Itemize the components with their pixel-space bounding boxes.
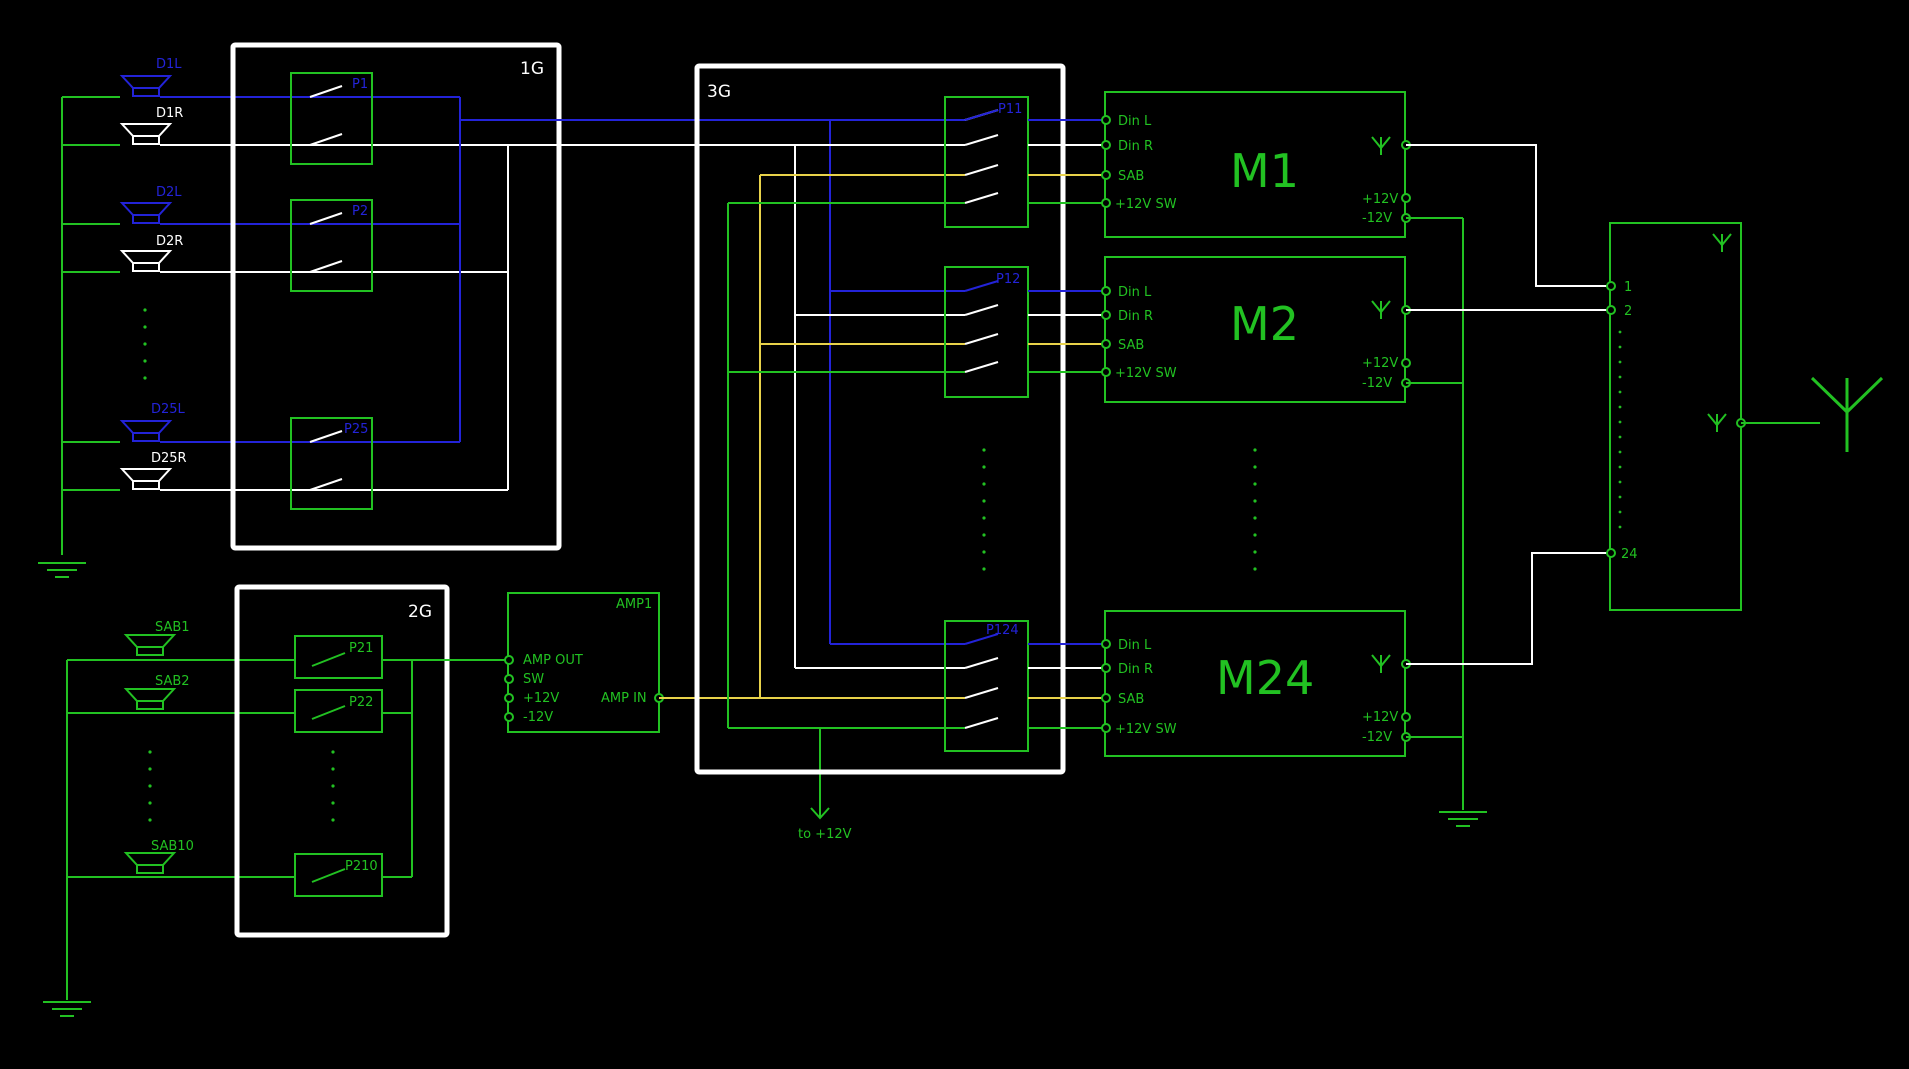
speaker-d25l-icon (121, 420, 171, 442)
combiner-input-label: 1 (1624, 280, 1632, 295)
pin-label: +12V (1362, 710, 1398, 725)
speaker-sab10-icon (125, 852, 175, 874)
speaker-label: D25L (151, 402, 186, 417)
supply-label: to +12V (798, 827, 852, 842)
pin-label: -12V (1362, 730, 1392, 745)
speaker-signal-wires (160, 96, 509, 491)
rf-output-wires (1406, 144, 1610, 665)
relay-p124: P124 (944, 620, 1029, 752)
relay-label: P11 (998, 102, 1022, 117)
pin-label: Din R (1118, 309, 1153, 324)
amp-pin-label: AMP OUT (523, 653, 583, 668)
group-label: 1G (520, 59, 544, 79)
combiner-input-label: 24 (1621, 547, 1638, 562)
amp-pin-label: +12V (523, 691, 559, 706)
module-title: M1 (1230, 144, 1299, 198)
pin-label: +12V SW (1115, 366, 1177, 381)
group-2g: 2G P21 P22 P210 (234, 584, 508, 938)
pin-label: +12V (1362, 356, 1398, 371)
speaker-label: D2L (156, 185, 182, 200)
module-ground-wires (1406, 217, 1488, 827)
speaker-d25r-icon (121, 468, 171, 490)
pin-label: Din L (1118, 638, 1152, 653)
module-m2: Din L Din R SAB +12V SW M2 +12V -12V (1101, 256, 1411, 403)
relay-label: P210 (345, 859, 378, 874)
antenna-icon (1371, 300, 1391, 320)
pin-label: Din R (1118, 662, 1153, 677)
pin-label: SAB (1118, 338, 1144, 353)
pin-label: +12V SW (1115, 722, 1177, 737)
relay-p21: P21 (294, 635, 383, 679)
amp-pin-label: AMP IN (601, 691, 647, 706)
din-bus-wires (460, 119, 830, 146)
ground-icon (1438, 811, 1488, 827)
antenna-icon (1371, 136, 1391, 156)
amp-pin-label: SW (523, 672, 544, 687)
relay-label: P124 (986, 623, 1019, 638)
group-3g: 3G P11 P12 (694, 63, 1066, 775)
speaker-sab2-icon (125, 688, 175, 710)
relay-label: P2 (352, 204, 368, 219)
relay-label: P21 (349, 641, 373, 656)
pin-label: Din R (1118, 139, 1153, 154)
relay-p11: P11 (944, 96, 1029, 228)
speaker-label: SAB2 (155, 674, 190, 689)
group-label: 2G (408, 602, 432, 622)
pin-label: +12V SW (1115, 197, 1177, 212)
speaker-bank-d: D1L D1R D2L D2R D25L D25R (37, 57, 187, 578)
relay-p25: P25 (290, 417, 373, 510)
pin-label: +12V (1362, 192, 1398, 207)
relay-p2: P2 (290, 199, 373, 292)
speaker-label: SAB10 (151, 839, 194, 854)
amplifier-amp1: AMP1 AMP OUT SW +12V -12V AMP IN (504, 592, 664, 733)
antenna-icon (1371, 654, 1391, 674)
speaker-d2l-icon (121, 202, 171, 224)
relay-label: P25 (344, 422, 368, 437)
relay-p22: P22 (294, 689, 383, 733)
pin-label: Din L (1118, 285, 1152, 300)
main-antenna-icon (1810, 376, 1884, 452)
combiner-input-label: 2 (1624, 304, 1632, 319)
speaker-bank-sab: SAB1 SAB2 SAB10 (42, 620, 295, 1017)
relay-label: P22 (349, 695, 373, 710)
speaker-label: SAB1 (155, 620, 190, 635)
pin-label: Din L (1118, 114, 1152, 129)
speaker-label: D25R (151, 451, 187, 466)
antenna-icon (1712, 233, 1732, 253)
speaker-label: D1L (156, 57, 182, 72)
group-1g: 1G P1 P2 P25 (230, 42, 562, 551)
speaker-d1r-icon (121, 123, 171, 145)
module-title: M24 (1216, 651, 1314, 705)
group-3g-wiring: to +12V (659, 119, 965, 842)
amp-pin-label: -12V (523, 710, 553, 725)
antenna-icon (1707, 413, 1727, 433)
pin-label: SAB (1118, 169, 1144, 184)
ground-icon (37, 562, 87, 578)
module-title: M2 (1230, 297, 1299, 351)
group-label: 3G (707, 82, 731, 102)
speaker-d2r-icon (121, 250, 171, 272)
combiner: 1 2 24 (1606, 222, 1884, 611)
module-m24: Din L Din R SAB +12V SW M24 +12V -12V (1101, 610, 1411, 757)
relay-p12: P12 (944, 266, 1029, 398)
pin-label: -12V (1362, 211, 1392, 226)
speaker-label: D2R (156, 234, 183, 249)
relay-label: P12 (996, 272, 1020, 287)
relay-p1: P1 (290, 72, 373, 165)
ground-icon (42, 1001, 92, 1017)
pin-label: -12V (1362, 376, 1392, 391)
pin-label: SAB (1118, 692, 1144, 707)
speaker-label: D1R (156, 106, 183, 121)
module-ellipsis (1253, 448, 1257, 571)
relay-label: P1 (352, 77, 368, 92)
relay-p210: P210 (294, 853, 383, 897)
module-m1: Din L Din R SAB +12V SW M1 +12V -12V (1101, 91, 1411, 238)
amp-title: AMP1 (616, 597, 652, 612)
relay-to-module-wires (1028, 119, 1105, 729)
speaker-sab1-icon (125, 634, 175, 656)
speaker-d1l-icon (121, 75, 171, 97)
